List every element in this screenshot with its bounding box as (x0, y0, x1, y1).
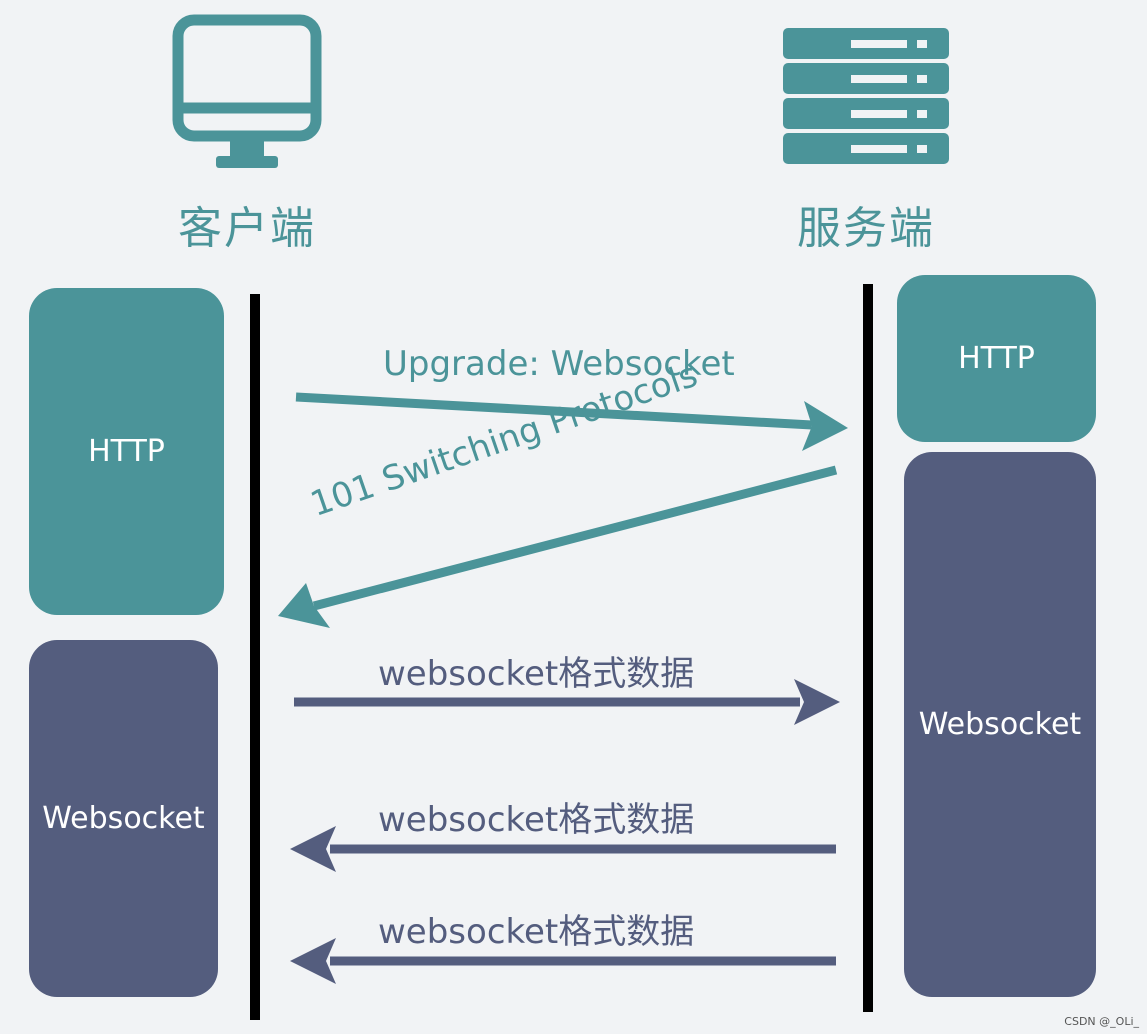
server-label: 服务端 (797, 203, 935, 254)
server-websocket-label: Websocket (918, 707, 1082, 742)
server-lifeline (863, 284, 873, 1012)
ws-data-label-2: websocket格式数据 (378, 800, 695, 840)
client-lifeline (250, 294, 260, 1020)
client-websocket-block: Websocket (29, 640, 218, 997)
client-http-block: HTTP (29, 288, 224, 615)
server-rack-icon (783, 28, 949, 164)
ws-data-arrow-1 (294, 679, 840, 725)
upgrade-label: Upgrade: Websocket (383, 344, 735, 384)
server-http-label: HTTP (958, 341, 1035, 376)
client-websocket-label: Websocket (42, 801, 205, 836)
upgrade-arrow (295, 392, 848, 451)
ws-data-arrow-3 (290, 938, 836, 984)
watermark: CSDN @_OLi_ (1064, 1015, 1139, 1028)
ws-data-label-3: websocket格式数据 (378, 912, 695, 952)
server-http-block: HTTP (897, 275, 1096, 442)
server-websocket-block: Websocket (904, 452, 1096, 997)
ws-data-label-1: websocket格式数据 (378, 654, 695, 694)
client-label: 客户端 (178, 203, 316, 254)
ws-data-arrow-2 (290, 826, 836, 872)
client-http-label: HTTP (88, 434, 165, 469)
monitor-icon (172, 14, 322, 168)
switching-protocols-arrow (278, 465, 838, 628)
